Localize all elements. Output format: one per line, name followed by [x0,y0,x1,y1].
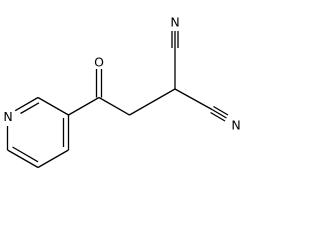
bond-carbonyl-ch2 [98,96,130,116]
nitrile-group-bottom [174,88,229,122]
bond-n1-c2-inner [20,102,40,115]
bond-ring-carbonyl [68,96,100,116]
triple-bond-bottom-c [210,111,226,122]
bond-c5-c6 [7,149,39,169]
bond-c5-c6-inner [12,146,39,163]
nitrile-group-top [171,31,179,89]
chemical-structure-diagram: O N N N [3,15,241,169]
triple-bond-bottom-b [211,108,227,119]
bond-n1-c2 [14,96,39,112]
bond-ch2-ch [129,88,176,116]
atom-label-pyridine-nitrogen: N [3,109,12,124]
bond-ch-cn-bottom [174,88,213,111]
atom-label-oxygen: O [94,55,104,70]
atom-label-nitrile-nitrogen-bottom: N [231,118,240,133]
bond-c2-c3 [37,96,69,116]
triple-bond-bottom-a [213,105,229,116]
pyridine-ring [6,96,70,169]
atom-label-nitrile-nitrogen-top: N [170,15,179,30]
bond-c4-c5 [37,149,69,169]
